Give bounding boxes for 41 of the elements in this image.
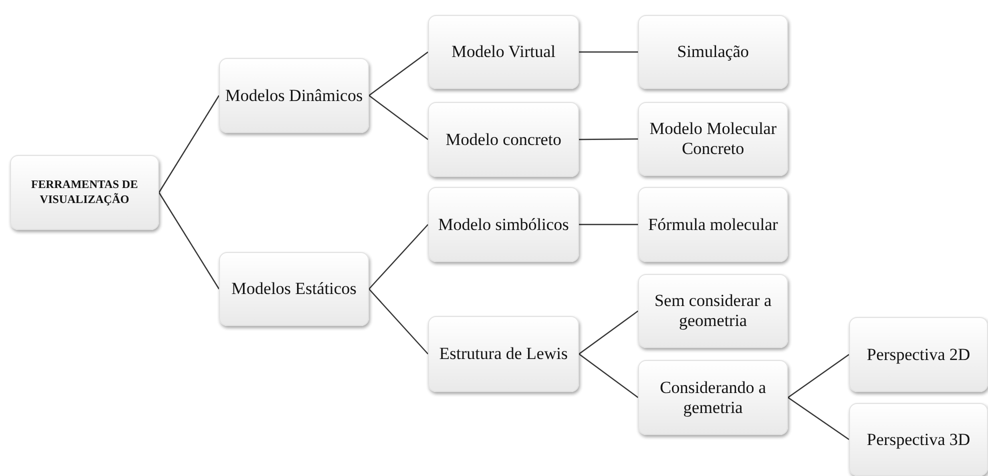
- node-text: Considerando a gemetria: [658, 378, 768, 418]
- connector-line: [578, 354, 638, 398]
- concept-box: [428, 15, 579, 89]
- connector-line: [579, 51, 638, 53]
- concept-box: [10, 155, 159, 230]
- concept-box: [219, 58, 369, 133]
- node-text: Modelo simbólicos: [438, 214, 569, 234]
- connector-line: [368, 224, 428, 290]
- concept-box: [638, 360, 788, 435]
- node-text: Modelos Dinâmicos: [225, 86, 363, 106]
- connector-line: [158, 95, 220, 193]
- connector-line: [368, 95, 428, 140]
- node-text: FERRAMENTAS DE VISUALIZAÇÃO: [30, 178, 139, 207]
- connector-line: [788, 397, 850, 440]
- connector-line: [788, 354, 850, 398]
- concept-box: [638, 274, 788, 348]
- concept-box: [428, 316, 579, 392]
- concept-box: [638, 15, 788, 89]
- node-text: Fórmula molecular: [648, 214, 778, 234]
- concept-box: [638, 187, 788, 262]
- concept-box: [219, 252, 369, 326]
- connector-line: [368, 52, 428, 96]
- concept-box: [428, 187, 579, 262]
- connector-line: [578, 310, 638, 354]
- concept-box: [849, 317, 988, 392]
- node-text: Modelo concreto: [446, 130, 562, 150]
- concept-box: [428, 102, 579, 177]
- connector-line: [368, 288, 428, 354]
- connector-line: [158, 192, 220, 290]
- connector-line: [579, 224, 638, 226]
- node-text: Perspectiva 3D: [866, 430, 970, 450]
- node-text: Modelo Virtual: [452, 42, 556, 62]
- node-text: Modelo Molecular Concreto: [648, 119, 778, 159]
- concept-box: [849, 403, 988, 476]
- concept-box: [638, 102, 788, 176]
- node-text: Simulação: [677, 42, 749, 62]
- node-text: Estrutura de Lewis: [439, 344, 568, 364]
- node-text: Modelos Estáticos: [231, 279, 357, 299]
- node-text: Perspectiva 2D: [866, 344, 970, 364]
- node-text: Sem considerar a geometria: [653, 291, 773, 331]
- connector-line: [579, 138, 638, 140]
